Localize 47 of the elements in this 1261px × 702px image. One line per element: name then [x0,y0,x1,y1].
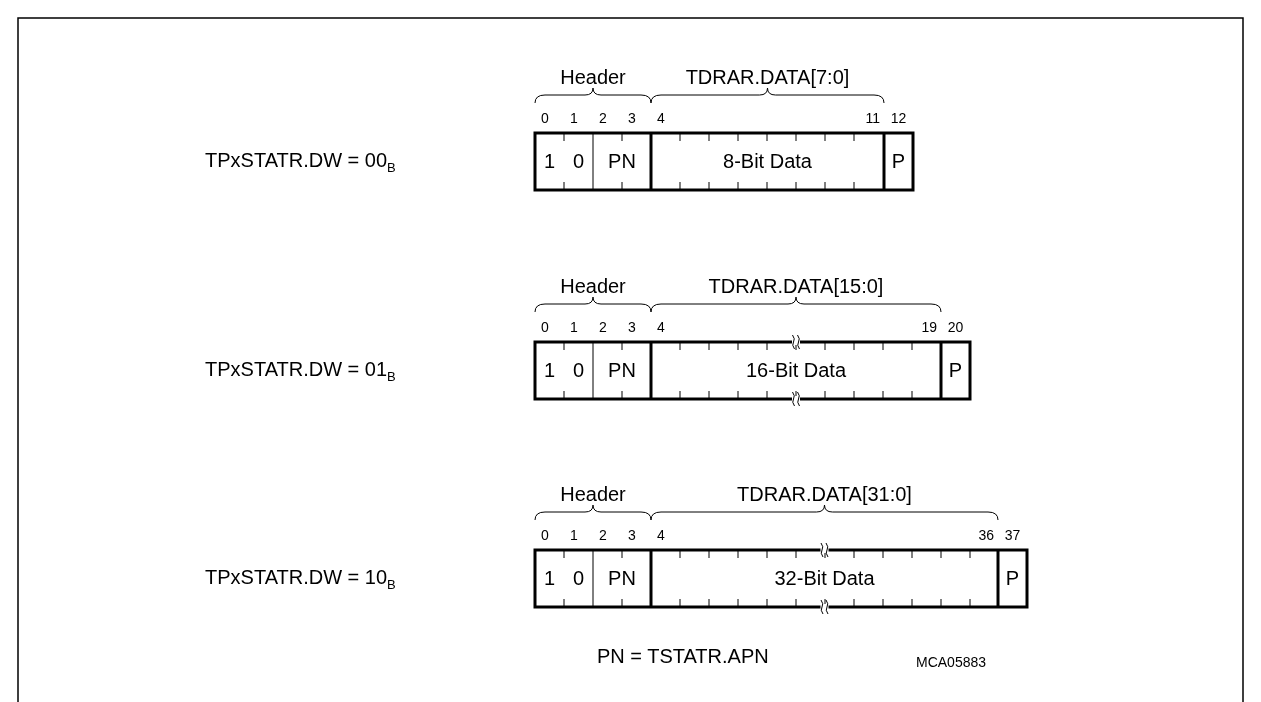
bit-number: 0 [541,111,549,125]
bit-field: 1 [537,135,562,188]
bit-number: 0 [541,320,549,334]
bit-number: 3 [628,111,636,125]
field-group-label: TDRAR.DATA[7:0] [685,67,850,87]
bit-field: 1 [537,552,562,605]
bit-number: 2 [599,111,607,125]
bit-number: 2 [599,320,607,334]
figure-id: MCA05883 [916,655,987,669]
data-field: 8-Bit Data [653,135,882,188]
bit-number: 4 [657,528,665,542]
bit-number: 2 [599,528,607,542]
register-setting-label: TPxSTATR.DW = 00$_{B}$ [205,150,396,174]
bit-number: 3 [628,320,636,334]
bit-number: 1 [570,320,578,334]
bit-number: 12 [890,111,907,125]
field: PN [595,344,649,397]
bit-field: 0 [566,344,591,397]
data-field: 32-Bit Data [653,552,996,605]
field: PN [595,552,649,605]
bit-number: 1 [570,111,578,125]
bit-field: 0 [566,552,591,605]
bit-number: 1 [570,528,578,542]
field: PN [595,135,649,188]
bit-number: 0 [541,528,549,542]
field-group-label: TDRAR.DATA[15:0] [708,276,884,296]
parity-field: P [943,344,968,397]
bit-number: 20 [947,320,964,334]
field-group-label: Header [560,67,626,87]
field-group-label: TDRAR.DATA[31:0] [737,484,912,504]
bit-number: 11 [865,111,880,125]
field-group-label: Header [560,276,626,296]
field-group-label: Header [560,484,626,504]
data-field: 16-Bit Data [653,344,939,397]
bit-field: 0 [566,135,591,188]
register-setting-label: TPxSTATR.DW = 01$_{B}$ [205,359,396,383]
bit-number: 37 [1004,528,1021,542]
note: PN = TSTATR.APN [597,646,769,666]
parity-field: P [886,135,911,188]
bit-number: 4 [657,320,665,334]
bit-number: 4 [657,111,665,125]
parity-field: P [1000,552,1025,605]
register-setting-label: TPxSTATR.DW = 10$_{B}$ [205,567,396,591]
bit-number: 19 [921,320,937,334]
bit-field: 1 [537,344,562,397]
bit-number: 36 [978,528,994,542]
bit-number: 3 [628,528,636,542]
